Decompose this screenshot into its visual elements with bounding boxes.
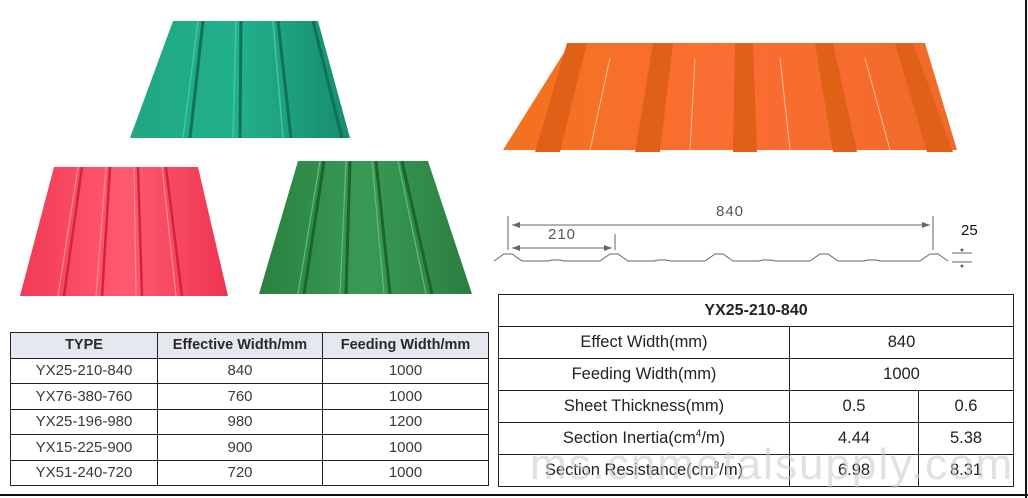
product-type-table: TYPE Effective Width/mm Feeding Width/mm… [10,332,489,486]
effective-width-cell: 760 [157,383,323,410]
spec-title: YX25-210-840 [497,294,1015,327]
spec-value: 1000 [788,358,1015,391]
type-cell: YX51-240-720 [10,459,158,486]
teal-roof-sheet-image [128,18,353,146]
feeding-width-cell: 1000 [322,434,489,461]
feeding-width-cell: 1000 [322,459,489,486]
feeding-width-cell: 1000 [322,357,489,384]
header-feeding-width: Feeding Width/mm [322,332,489,359]
spec-title-row: YX25-210-840 [497,294,1015,327]
header-type: TYPE [10,332,158,359]
spec-label: Section Resistance(cm3/m) [498,454,790,487]
feeding-width-cell: 1000 [322,383,489,410]
table-row: YX76-380-760 760 1000 [10,383,489,410]
spec-value-2: 0.6 [917,390,1015,423]
table-header-row: TYPE Effective Width/mm Feeding Width/mm [10,332,489,359]
superscript: 3 [713,460,720,472]
label-text: /m) [701,429,726,447]
effective-width-cell: 720 [157,459,323,486]
spec-value-2: 8.31 [917,454,1015,487]
spec-table: YX25-210-840 Effect Width(mm) 840 Feedin… [497,294,1015,487]
spec-label: Effect Width(mm) [498,326,790,359]
effective-width-cell: 840 [157,357,323,384]
table-row: YX51-240-720 720 1000 [10,459,489,486]
spec-row-effect-width: Effect Width(mm) 840 [498,326,1015,359]
spec-value-1: 4.44 [789,422,919,455]
type-cell: YX15-225-900 [10,434,158,461]
label-text: Section Inertia(cm [562,429,696,447]
spec-label: Section Inertia(cm4/m) [498,422,790,455]
profile-dimension-diagram [490,200,990,270]
table-row: YX15-225-900 900 1000 [10,434,489,461]
feeding-width-cell: 1200 [322,408,489,435]
label-text: Section Resistance(cm [544,461,714,479]
table-row: YX25-196-980 980 1200 [10,408,489,435]
effective-width-cell: 900 [157,434,323,461]
header-effective-width: Effective Width/mm [157,332,323,359]
spec-row-resistance: Section Resistance(cm3/m) 6.98 8.31 [498,454,1015,487]
spec-value-2: 5.38 [917,422,1015,455]
spec-row-thickness: Sheet Thickness(mm) 0.5 0.6 [498,390,1015,423]
frame-border-bottom [0,494,1028,496]
height-label: 25 [961,222,978,239]
spec-row-inertia: Section Inertia(cm4/m) 4.44 5.38 [498,422,1015,455]
table-row: YX25-210-840 840 1000 [10,357,489,384]
frame-border-right [1025,0,1027,498]
superscript: 4 [695,428,702,440]
overall-width-label: 840 [716,203,745,220]
spec-label: Sheet Thickness(mm) [498,390,790,423]
spec-value-1: 6.98 [789,454,919,487]
type-cell: YX25-210-840 [10,357,158,384]
type-cell: YX76-380-760 [10,383,158,410]
orange-roof-sheet-image [495,40,960,180]
label-text: /m) [719,461,744,479]
type-cell: YX25-196-980 [10,408,158,435]
effective-width-cell: 980 [157,408,323,435]
green-roof-sheet-image [256,156,476,298]
spec-row-feeding-width: Feeding Width(mm) 1000 [498,358,1015,391]
spec-value: 840 [788,326,1015,359]
spec-label: Feeding Width(mm) [498,358,790,391]
pitch-label: 210 [548,226,577,243]
spec-value-1: 0.5 [789,390,919,423]
red-roof-sheet-image [18,162,233,300]
